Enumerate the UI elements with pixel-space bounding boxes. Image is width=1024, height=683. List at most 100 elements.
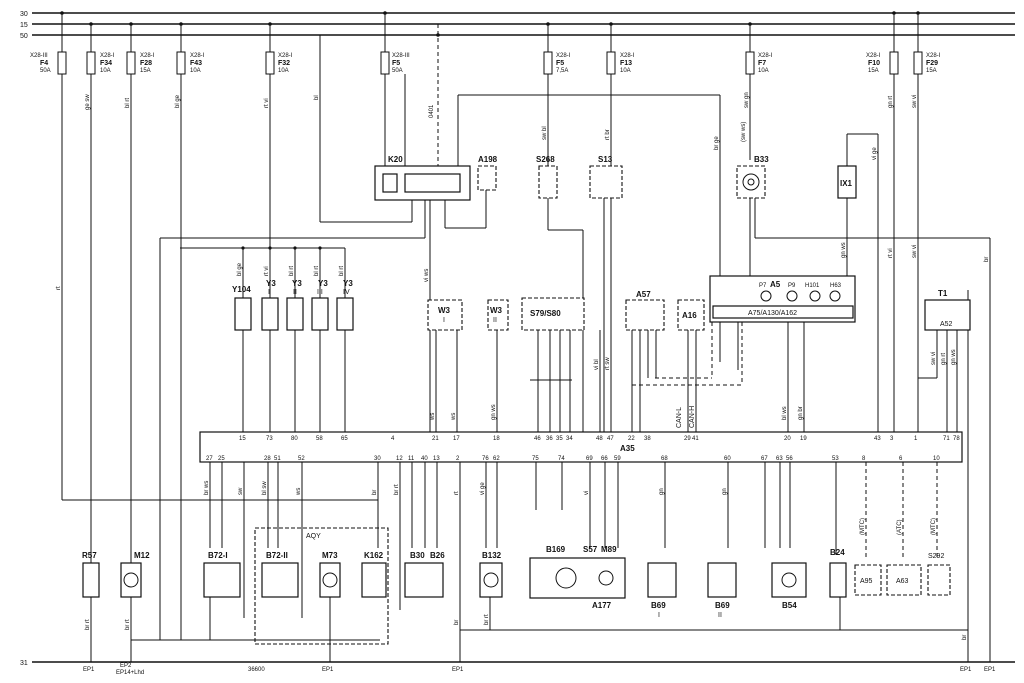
svg-text:F43: F43 bbox=[190, 60, 202, 67]
svg-text:(MTC): (MTC) bbox=[931, 518, 937, 535]
svg-text:S79/S80: S79/S80 bbox=[530, 309, 561, 318]
svg-text:rt sw: rt sw bbox=[605, 357, 611, 370]
s268-box bbox=[538, 165, 558, 199]
w3-i-box bbox=[427, 299, 463, 331]
svg-text:vi ge: vi ge bbox=[872, 147, 878, 160]
svg-text:vi ws: vi ws bbox=[424, 269, 430, 282]
svg-text:rt: rt bbox=[454, 491, 460, 495]
power-rails: 30 15 50 31 bbox=[20, 11, 1015, 667]
svg-text:rt vi: rt vi bbox=[264, 266, 270, 276]
svg-text:CAN-L: CAN-L bbox=[676, 407, 683, 428]
svg-text:EP1: EP1 bbox=[322, 667, 334, 673]
k162-box bbox=[361, 562, 387, 598]
s268-label: S268 bbox=[536, 155, 555, 164]
svg-text:bl rt: bl rt bbox=[289, 266, 295, 276]
svg-text:sw vi: sw vi bbox=[931, 352, 937, 365]
svg-text:II: II bbox=[493, 317, 497, 324]
svg-text:B26: B26 bbox=[430, 551, 445, 560]
svg-text:I: I bbox=[443, 317, 445, 324]
a35-top-pin: 78 bbox=[953, 436, 960, 442]
fuse-f28: X28-I F28 15A bbox=[126, 22, 155, 563]
k20-label: K20 bbox=[388, 155, 403, 164]
svg-text:F4: F4 bbox=[40, 60, 48, 67]
svg-text:S292: S292 bbox=[928, 553, 944, 560]
svg-text:Y3: Y3 bbox=[318, 279, 328, 288]
svg-text:vi bl: vi bl bbox=[594, 359, 600, 370]
svg-text:10A: 10A bbox=[190, 68, 201, 74]
svg-text:EP1: EP1 bbox=[452, 667, 464, 673]
ground-labels: EP1 EP2 EP14+Lhd 36600 EP1 EP1 EP1 EP1 bbox=[83, 663, 996, 676]
svg-text:F13: F13 bbox=[620, 60, 632, 67]
m73-box bbox=[319, 562, 341, 598]
svg-text:bl rt: bl rt bbox=[314, 266, 320, 276]
a35-top-pin: 4 bbox=[391, 436, 395, 442]
a35-top-pin: 73 bbox=[266, 436, 273, 442]
svg-text:EP2: EP2 bbox=[120, 663, 132, 669]
svg-text:P7: P7 bbox=[759, 283, 767, 289]
a35-bottom-pin: 40 bbox=[421, 456, 428, 462]
svg-text:I: I bbox=[658, 612, 660, 619]
svg-text:br rt: br rt bbox=[394, 484, 400, 495]
a35-top-pin: 38 bbox=[644, 436, 651, 442]
lower-wiring bbox=[90, 462, 968, 662]
svg-text:sw vi: sw vi bbox=[912, 245, 918, 258]
a35-top-pin: 19 bbox=[800, 436, 807, 442]
svg-text:B54: B54 bbox=[782, 601, 797, 610]
fuse-f5-iii: X28-III F5 50A bbox=[380, 11, 410, 168]
a35-connector bbox=[199, 431, 963, 463]
y3-ii-valve bbox=[286, 297, 304, 331]
svg-text:P9: P9 bbox=[788, 283, 796, 289]
a95-box bbox=[854, 564, 882, 596]
svg-text:A52: A52 bbox=[940, 321, 953, 328]
a35-top-pin: 21 bbox=[432, 436, 439, 442]
svg-text:sw vi: sw vi bbox=[912, 95, 918, 108]
svg-text:II: II bbox=[293, 289, 297, 296]
a35-bottom-pin: 2 bbox=[456, 456, 460, 462]
svg-text:7,5A: 7,5A bbox=[556, 68, 568, 74]
a35-top-pin: 71 bbox=[943, 436, 950, 442]
a35-top-pin: 18 bbox=[493, 436, 500, 442]
b72-ii-box bbox=[261, 562, 299, 598]
a35-bottom-pin: 11 bbox=[408, 456, 415, 462]
svg-text:T1: T1 bbox=[938, 289, 948, 298]
a35-top-pin: 34 bbox=[566, 436, 573, 442]
svg-text:br rt: br rt bbox=[125, 619, 131, 630]
svg-text:X28-I: X28-I bbox=[190, 53, 205, 59]
svg-text:B72-II: B72-II bbox=[266, 551, 288, 560]
svg-text:A5: A5 bbox=[770, 280, 781, 289]
svg-text:bl ws: bl ws bbox=[782, 406, 788, 420]
svg-text:X28-I: X28-I bbox=[620, 53, 635, 59]
a35-top-pin: 80 bbox=[291, 436, 298, 442]
svg-text:X28-I: X28-I bbox=[556, 53, 571, 59]
svg-text:10A: 10A bbox=[100, 68, 111, 74]
fuse-f7: X28-I F7 10A bbox=[745, 22, 773, 160]
b24-box bbox=[829, 562, 847, 598]
a35-bottom-pin: 62 bbox=[493, 456, 500, 462]
a35-top-pin: 47 bbox=[607, 436, 614, 442]
svg-text:A63: A63 bbox=[896, 578, 909, 585]
svg-text:W3: W3 bbox=[438, 306, 451, 315]
svg-text:F34: F34 bbox=[100, 60, 112, 67]
a35-bottom-pin: 13 bbox=[433, 456, 440, 462]
a75-label: A75/A130/A162 bbox=[748, 310, 797, 317]
b69-i-box bbox=[647, 562, 677, 598]
svg-text:rt vi: rt vi bbox=[264, 98, 270, 108]
a35-block: A35 CAN-L CAN-H bbox=[199, 406, 963, 463]
svg-text:15A: 15A bbox=[926, 68, 937, 74]
svg-text:bl ge: bl ge bbox=[237, 262, 243, 276]
svg-text:15A: 15A bbox=[140, 68, 151, 74]
ix1-box bbox=[837, 165, 857, 199]
svg-text:gn ws: gn ws bbox=[841, 242, 847, 258]
svg-text:X28-III: X28-III bbox=[30, 53, 48, 59]
svg-text:br ge: br ge bbox=[714, 136, 720, 150]
fuse-f43: X28-I F43 10A bbox=[176, 22, 205, 640]
a16-box bbox=[677, 299, 705, 331]
fuse-f29: X28-I F29 15A bbox=[913, 11, 941, 432]
svg-text:B24: B24 bbox=[830, 548, 845, 557]
a35-bottom-pin: 60 bbox=[724, 456, 731, 462]
svg-text:ws: ws bbox=[296, 488, 302, 496]
a35-top-pin: 15 bbox=[239, 436, 246, 442]
svg-text:S57: S57 bbox=[583, 545, 598, 554]
svg-text:III: III bbox=[317, 289, 323, 296]
a35-top-pin: 58 bbox=[316, 436, 323, 442]
